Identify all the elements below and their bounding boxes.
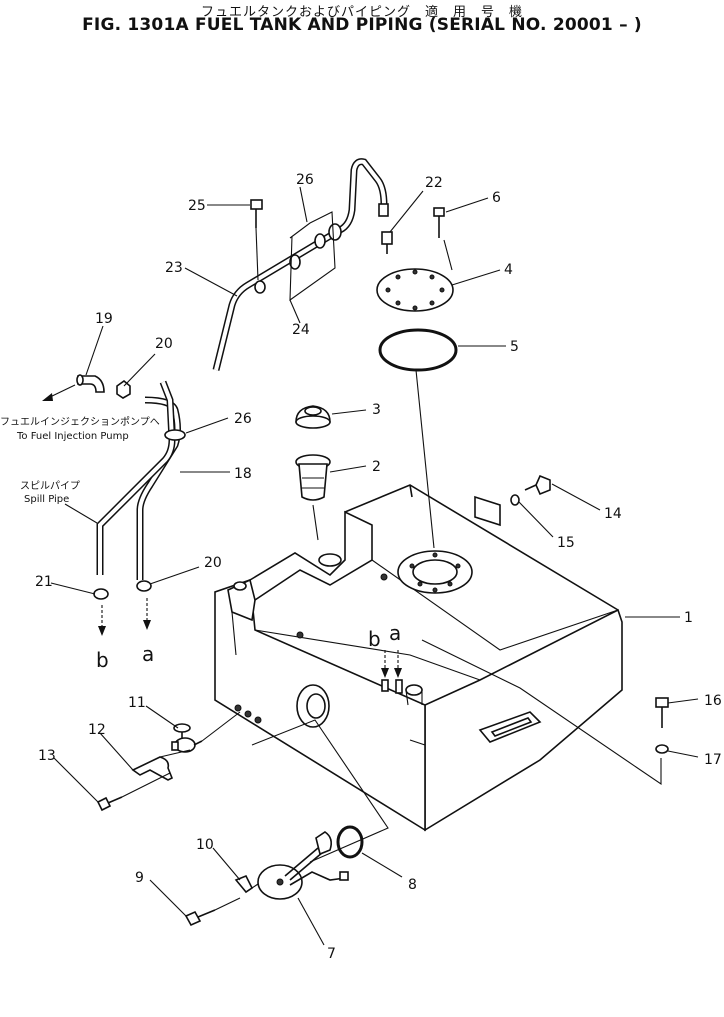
washer-15	[510, 494, 520, 506]
arrow-b-right	[381, 650, 389, 678]
arrow-b-left	[98, 605, 106, 636]
callout-17: 17	[704, 752, 722, 768]
arrow-a-left	[143, 598, 151, 630]
spill-pipe-label-en: Spill Pipe	[24, 494, 69, 505]
callout-14: 14	[604, 506, 622, 522]
return-pipe	[212, 158, 389, 371]
callout-7: 7	[327, 946, 336, 962]
bolt-9	[184, 897, 241, 927]
figure-title-japanese: フュエルタンクおよびパイピング 適 用 号 機	[200, 5, 523, 20]
callout-26-top: 26	[296, 172, 314, 188]
mark-a-left: a	[142, 642, 154, 666]
elbow-fitting-19	[76, 374, 105, 393]
drain-leader	[201, 711, 241, 742]
callout-12: 12	[88, 722, 106, 738]
fitting-22	[381, 231, 393, 254]
callout-9: 9	[135, 870, 144, 886]
mark-a-right: a	[389, 621, 401, 645]
to-pump-label-en: To Fuel Injection Pump	[16, 431, 129, 442]
callout-5: 5	[510, 339, 519, 355]
callout-21: 21	[35, 574, 53, 590]
bolt-16	[655, 697, 669, 728]
drain-bracket	[131, 749, 191, 781]
callout-20-bottom: 20	[204, 555, 222, 571]
fuel-filter	[295, 454, 331, 501]
filler-cap	[295, 405, 331, 429]
washer-17	[655, 744, 669, 754]
callout-22: 22	[425, 175, 443, 191]
callout-2: 2	[372, 459, 381, 475]
callout-leaders	[50, 186, 699, 946]
gasket-8	[336, 825, 364, 859]
callout-3: 3	[372, 402, 381, 418]
right-leader	[421, 639, 662, 786]
bolt-14	[524, 474, 551, 496]
callout-20-top: 20	[155, 336, 173, 352]
mark-b-left: b	[96, 648, 109, 672]
top-cover-plate	[376, 268, 454, 312]
callout-15: 15	[557, 535, 575, 551]
to-pump-arrow	[42, 384, 76, 401]
side-flange-leader	[251, 719, 389, 863]
arrow-a-right	[394, 650, 402, 678]
cover-bolt	[433, 207, 453, 271]
callout-6: 6	[492, 190, 501, 206]
fuel-tank	[214, 484, 623, 832]
drain-cock	[171, 723, 203, 753]
callout-25: 25	[188, 198, 206, 214]
callout-10: 10	[196, 837, 214, 853]
callout-13: 13	[38, 748, 56, 764]
callout-19: 19	[95, 311, 113, 327]
callout-24: 24	[292, 322, 310, 338]
bolt-13	[96, 772, 171, 812]
bolt-25	[250, 199, 263, 281]
callout-11: 11	[128, 695, 146, 711]
spill-pipe-label-jp: スピルパイプ	[20, 480, 80, 492]
to-pump-label-jp: フュエルインジェクションポンプへ	[0, 416, 160, 428]
callout-18: 18	[234, 466, 252, 482]
clamp-bracket	[289, 211, 336, 302]
callout-23: 23	[165, 260, 183, 276]
figure-title: FIG. 1301A FUEL TANK AND PIPING (SERIAL …	[82, 15, 642, 35]
callout-26-mid: 26	[234, 411, 252, 427]
callout-1: 1	[684, 610, 693, 626]
o-ring-gasket	[378, 328, 458, 372]
mark-b-right: b	[368, 627, 381, 651]
callout-8: 8	[408, 877, 417, 893]
cover-leader	[415, 369, 435, 549]
spill-pipe-leader	[64, 503, 98, 524]
callout-4: 4	[504, 262, 513, 278]
filter-leader	[312, 504, 319, 541]
nut-20-top	[116, 379, 131, 399]
nut-21	[93, 588, 109, 600]
nut-20-bottom	[136, 580, 152, 592]
supply-pipe	[96, 380, 186, 580]
callout-16: 16	[704, 693, 722, 709]
fuel-level-sender	[257, 831, 349, 900]
